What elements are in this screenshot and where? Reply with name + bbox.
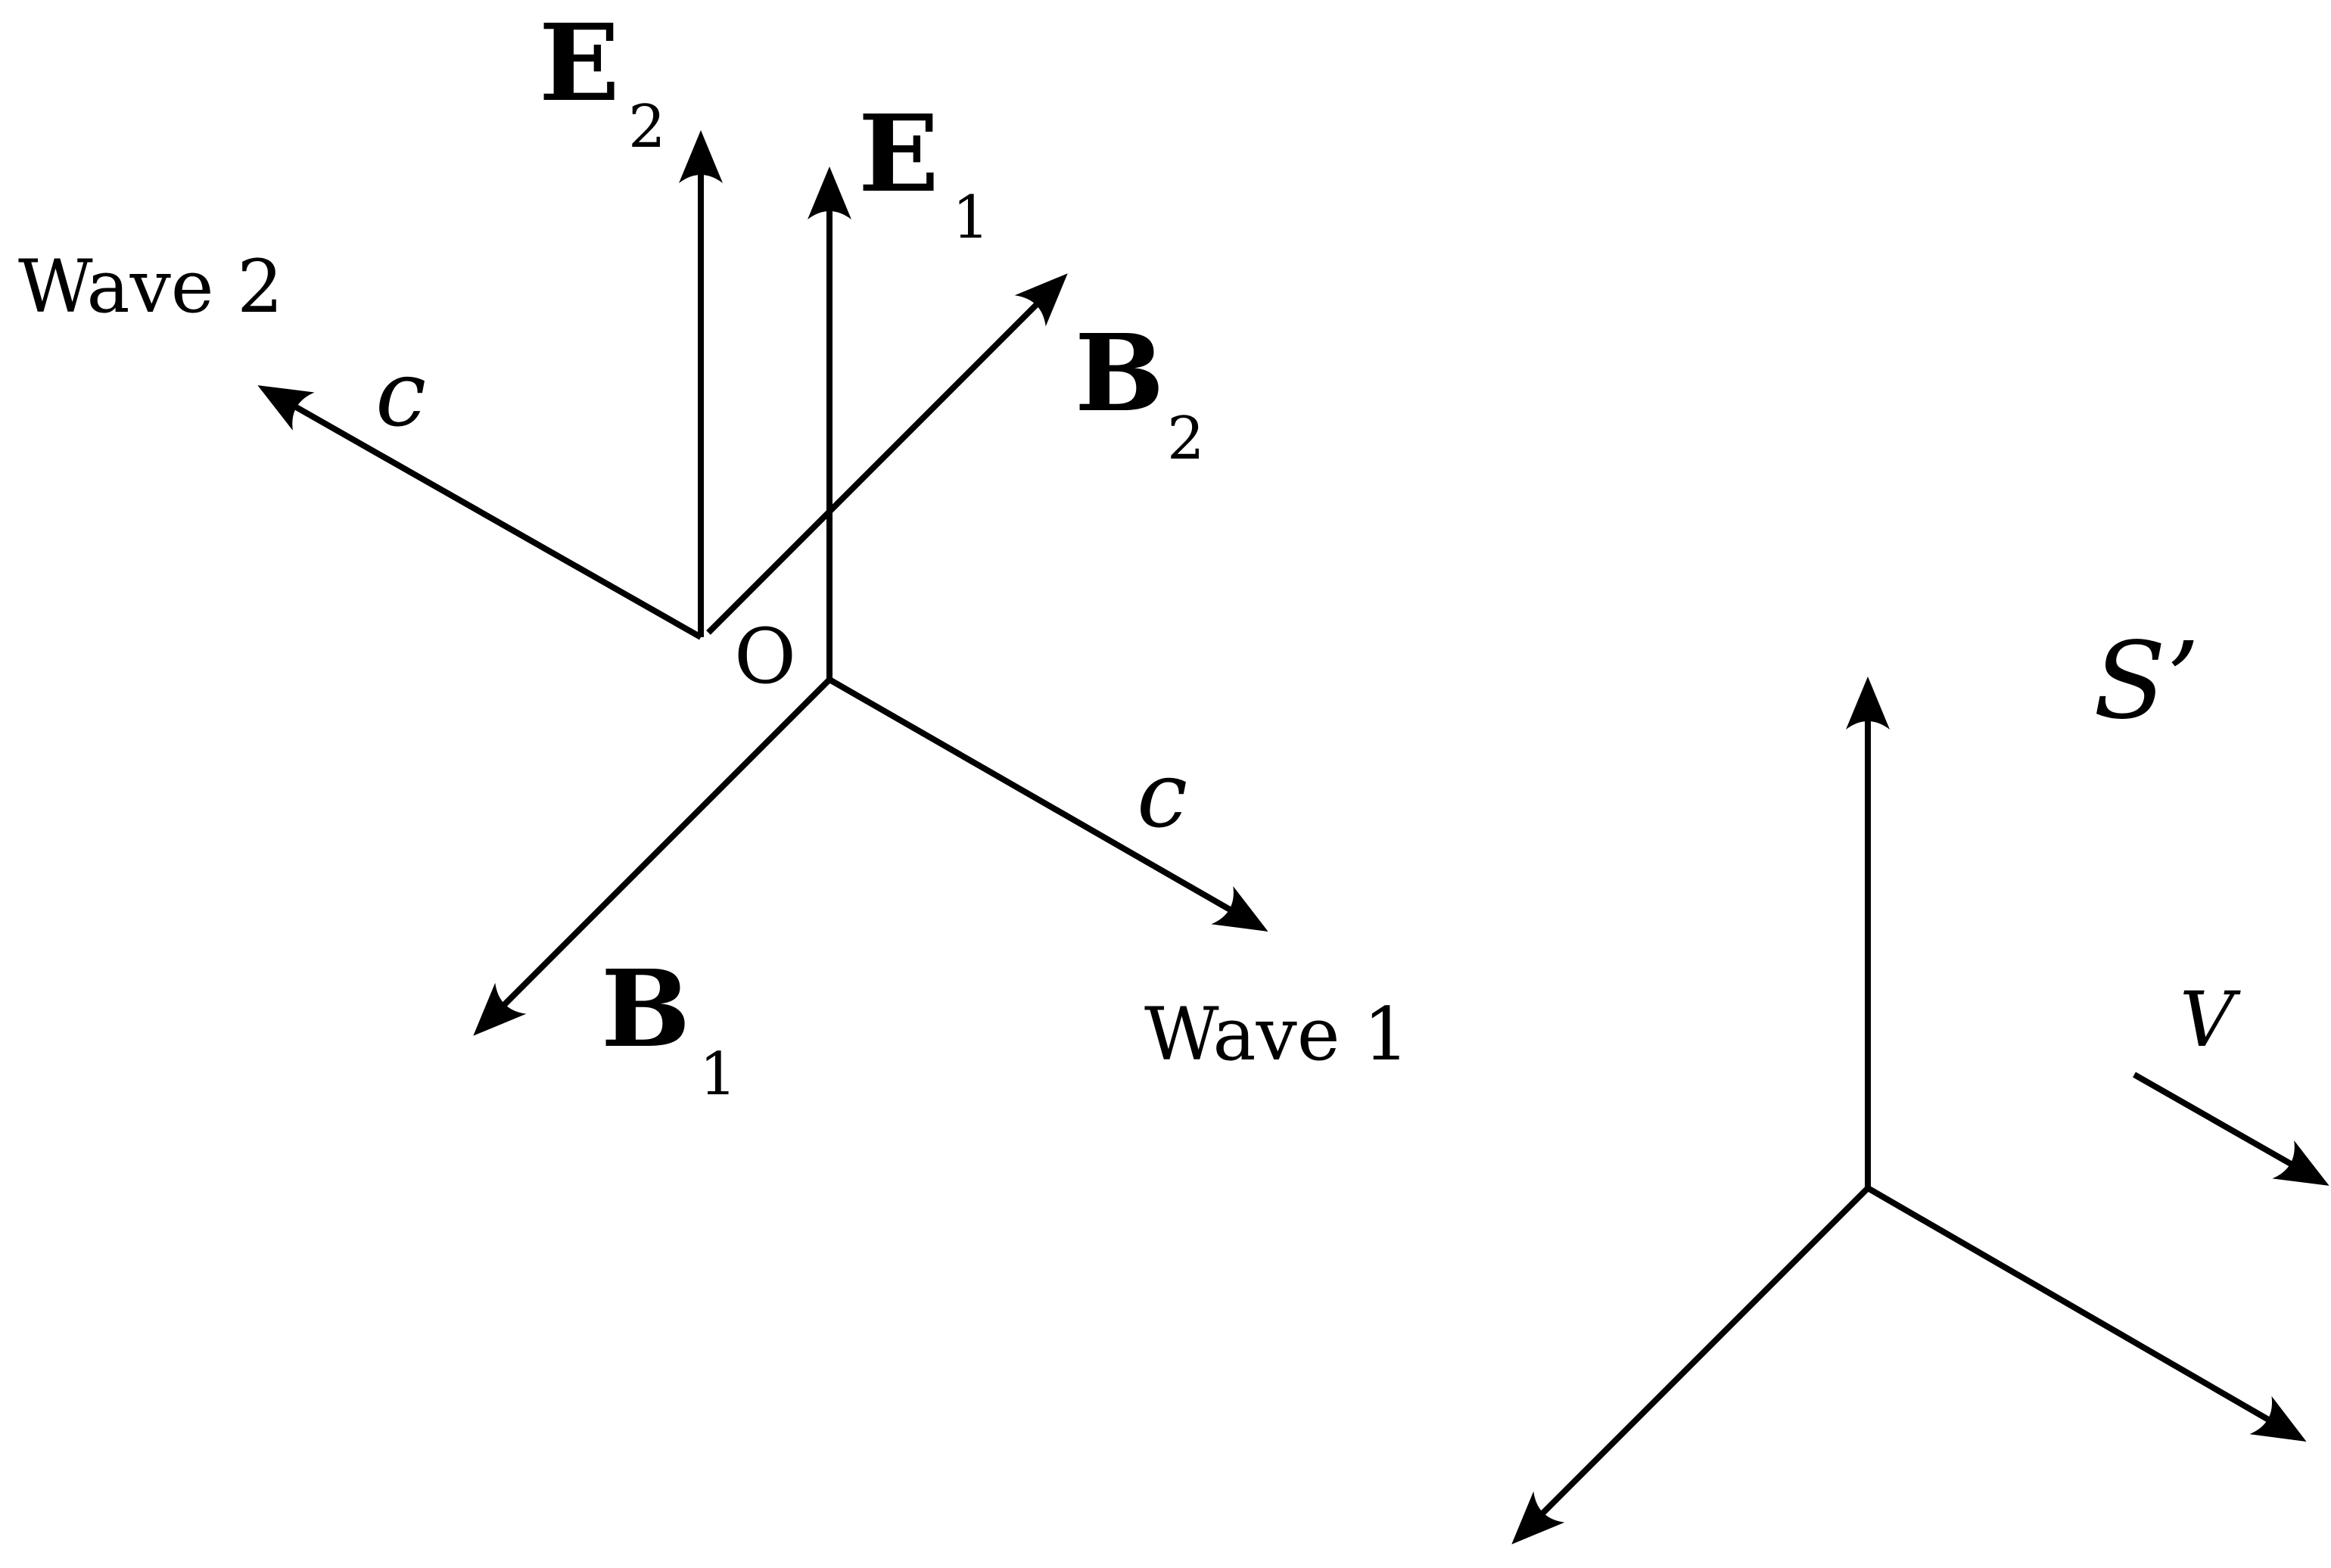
label-E2: E bbox=[539, 2, 620, 126]
frame-s-prime-axes bbox=[1511, 677, 2307, 1545]
wave1-B-vector bbox=[473, 677, 832, 1036]
wave1-vectors bbox=[473, 166, 1268, 1036]
label-frame-s-prime: S’ bbox=[2093, 620, 2199, 743]
wave2-vectors bbox=[257, 130, 1068, 640]
label-B1: B bbox=[601, 947, 690, 1072]
velocity-arrow bbox=[2133, 1072, 2329, 1186]
label-wave2: Wave 2 bbox=[18, 244, 283, 329]
label-E2-subscript: 2 bbox=[628, 93, 666, 161]
label-velocity-V: V bbox=[2180, 975, 2241, 1064]
wave2-B-vector bbox=[706, 273, 1068, 635]
s-prime-right-axis bbox=[1866, 1185, 2307, 1442]
label-wave1-c: c bbox=[1137, 743, 1187, 848]
label-B1-subscript: 1 bbox=[699, 1041, 737, 1109]
wave2-c-vector bbox=[257, 385, 702, 640]
label-wave2-c: c bbox=[375, 342, 426, 447]
label-wave1: Wave 1 bbox=[1144, 992, 1409, 1077]
label-E1: E bbox=[858, 92, 939, 216]
wave1-c-vector bbox=[828, 677, 1268, 932]
label-B2: B bbox=[1075, 312, 1164, 436]
s-prime-left-axis bbox=[1511, 1186, 1870, 1545]
label-E1-subscript: 1 bbox=[952, 184, 990, 252]
label-B2-subscript: 2 bbox=[1167, 405, 1205, 473]
label-origin-O: O bbox=[734, 612, 796, 701]
